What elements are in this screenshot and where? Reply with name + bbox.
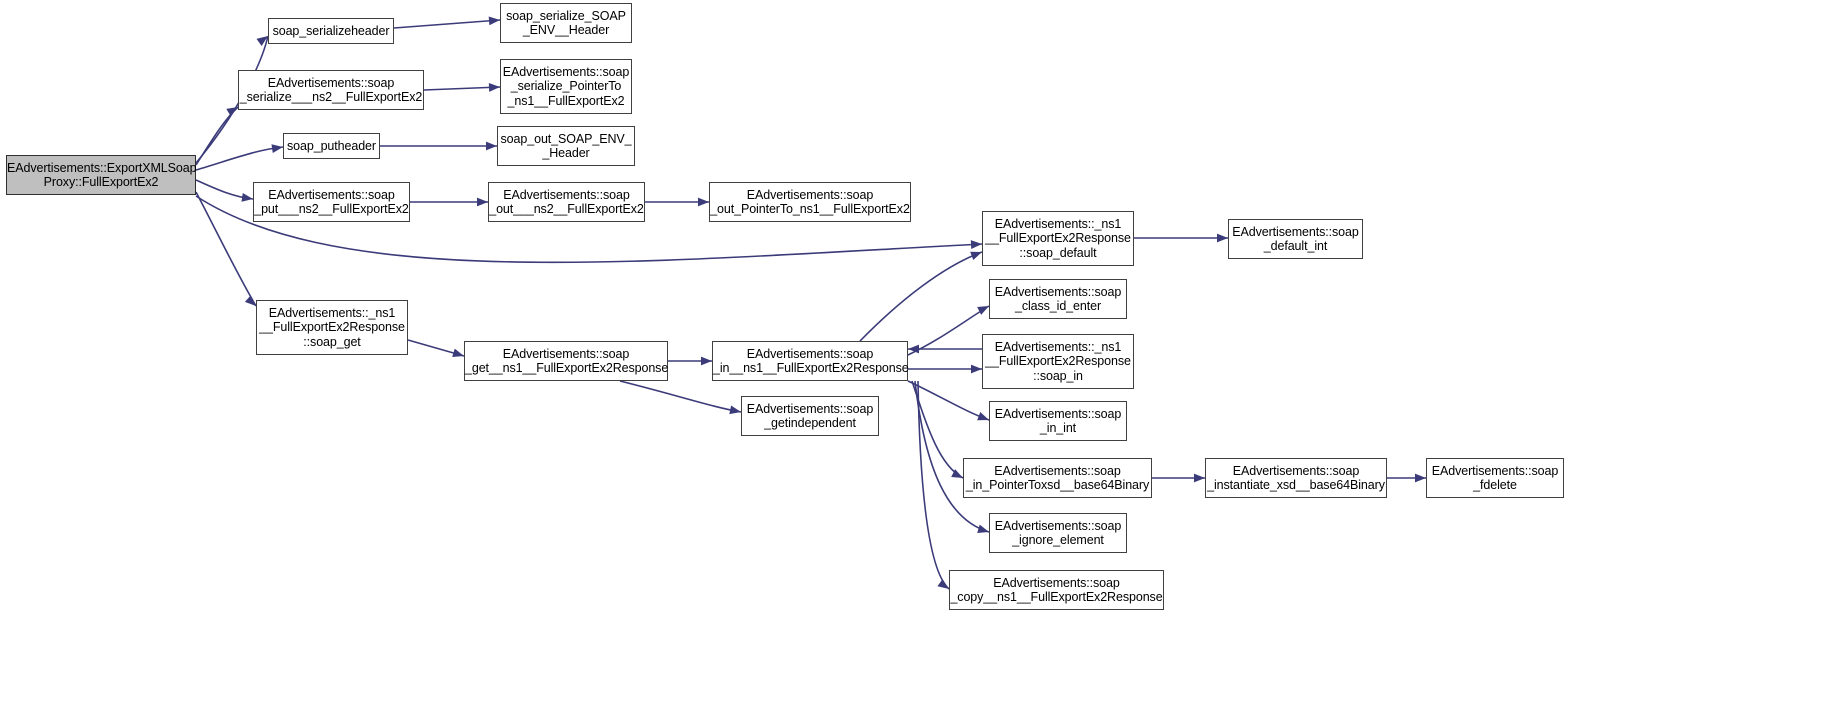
node-soap-put-ns2-fullexportex2-label: EAdvertisements::soap _put___ns2__FullEx… bbox=[254, 187, 409, 216]
node-soap-out-pointerto-ns1-fullexportex2-label: EAdvertisements::soap _out_PointerTo_ns1… bbox=[710, 187, 910, 216]
node-ns1-fullexportex2response-soap-get[interactable]: EAdvertisements::_ns1 __FullExportEx2Res… bbox=[256, 300, 408, 355]
edge-serialize-ns2-to-serialize-pointerto-arrowhead bbox=[488, 83, 500, 92]
node-soap-get-ns1-fullexportex2response[interactable]: EAdvertisements::soap _get__ns1__FullExp… bbox=[464, 341, 668, 381]
node-soap-serialize-soap-env-header-label: soap_serialize_SOAP _ENV__Header bbox=[506, 8, 626, 37]
node-soap-out-soap-env-header-label: soap_out_SOAP_ENV_ _Header bbox=[500, 131, 632, 160]
edge-serializeheader-to-serialize-soap-env-header bbox=[393, 19, 501, 29]
node-soap-copy-ns1-fullexportex2response-label: EAdvertisements::soap _copy__ns1__FullEx… bbox=[950, 575, 1163, 604]
edge-in-ns1-response-to-soap-default bbox=[859, 251, 983, 342]
node-soap-default-int[interactable]: EAdvertisements::soap _default_int bbox=[1228, 219, 1363, 259]
edge-soap-in-to-in-ns1-response-arrowhead bbox=[908, 344, 919, 354]
node-soap-putheader-label: soap_putheader bbox=[287, 138, 376, 153]
node-soap-ignore-element[interactable]: EAdvertisements::soap _ignore_element bbox=[989, 513, 1127, 553]
node-soap-serialize-pointerto-ns1-fullexportex2[interactable]: EAdvertisements::soap _serialize_Pointer… bbox=[500, 59, 632, 114]
node-soap-put-ns2-fullexportex2[interactable]: EAdvertisements::soap _put___ns2__FullEx… bbox=[253, 182, 410, 222]
edge-out-ns2-to-out-pointerto-ns1-arrowhead bbox=[698, 197, 709, 207]
node-soap-in-pointertoxsd-base64binary-label: EAdvertisements::soap _in_PointerToxsd__… bbox=[965, 463, 1150, 492]
node-soap-out-pointerto-ns1-fullexportex2[interactable]: EAdvertisements::soap _out_PointerTo_ns1… bbox=[709, 182, 911, 222]
edge-get-ns1-response-to-getindependent bbox=[619, 380, 742, 413]
edge-root-to-putheader-arrowhead bbox=[271, 144, 283, 153]
edge-get-ns1-response-to-getindependent-arrowhead bbox=[729, 405, 741, 415]
node-soap-in-ns1-fullexportex2response-label: EAdvertisements::soap _in__ns1__FullExpo… bbox=[713, 346, 909, 375]
node-ns1-fullexportex2response-soap-in-label: EAdvertisements::_ns1 __FullExportEx2Res… bbox=[985, 339, 1131, 383]
edge-serializeheader-to-serialize-soap-env-header-arrowhead bbox=[488, 16, 500, 26]
edge-get-ns1-response-to-in-ns1-response-arrowhead bbox=[701, 356, 712, 366]
node-soap-out-ns2-fullexportex2-label: EAdvertisements::soap _out___ns2__FullEx… bbox=[489, 187, 644, 216]
edge-root-to-putheader bbox=[195, 146, 284, 171]
node-soap-serializeheader[interactable]: soap_serializeheader bbox=[268, 18, 394, 44]
node-soap-out-ns2-fullexportex2[interactable]: EAdvertisements::soap _out___ns2__FullEx… bbox=[488, 182, 645, 222]
node-soap-in-int[interactable]: EAdvertisements::soap _in_int bbox=[989, 401, 1127, 441]
edge-root-to-soap-get bbox=[195, 191, 257, 307]
edge-put-ns2-to-out-ns2-arrowhead bbox=[477, 197, 488, 207]
node-soap-serialize-pointerto-ns1-fullexportex2-label: EAdvertisements::soap _serialize_Pointer… bbox=[502, 64, 630, 108]
edge-in-ns1-response-to-in-pointertoxsd bbox=[911, 380, 964, 479]
node-soap-serialize-ns2-fullexportex2[interactable]: EAdvertisements::soap _serialize___ns2__… bbox=[238, 70, 424, 110]
edge-in-ns1-response-to-ignore-element bbox=[914, 380, 990, 533]
node-soap-serialize-ns2-fullexportex2-label: EAdvertisements::soap _serialize___ns2__… bbox=[239, 75, 423, 104]
edge-in-ns1-response-to-copy-ns1-response bbox=[917, 380, 950, 590]
edge-root-to-put-ns2-arrowhead bbox=[241, 193, 253, 202]
edge-soap-default-to-default-int-arrowhead bbox=[1217, 233, 1228, 243]
edge-root-to-put-ns2 bbox=[195, 179, 254, 200]
node-soap-instantiate-xsd-base64binary-label: EAdvertisements::soap _instantiate_xsd__… bbox=[1207, 463, 1385, 492]
node-soap-class-id-enter[interactable]: EAdvertisements::soap _class_id_enter bbox=[989, 279, 1127, 319]
node-soap-get-ns1-fullexportex2response-label: EAdvertisements::soap _get__ns1__FullExp… bbox=[465, 346, 669, 375]
node-soap-in-ns1-fullexportex2response[interactable]: EAdvertisements::soap _in__ns1__FullExpo… bbox=[712, 341, 909, 381]
node-exportxmlsoapproxy-fullexportex2-label: EAdvertisements::ExportXMLSoap Proxy::Fu… bbox=[7, 160, 197, 189]
edge-instantiate-xsd-to-fdelete-arrowhead bbox=[1415, 473, 1426, 483]
node-soap-fdelete[interactable]: EAdvertisements::soap _fdelete bbox=[1426, 458, 1564, 498]
node-soap-instantiate-xsd-base64binary[interactable]: EAdvertisements::soap _instantiate_xsd__… bbox=[1205, 458, 1387, 498]
node-soap-out-soap-env-header[interactable]: soap_out_SOAP_ENV_ _Header bbox=[497, 126, 635, 166]
node-soap-in-int-label: EAdvertisements::soap _in_int bbox=[994, 406, 1122, 435]
node-ns1-fullexportex2response-soap-get-label: EAdvertisements::_ns1 __FullExportEx2Res… bbox=[259, 305, 405, 349]
node-soap-getindependent-label: EAdvertisements::soap _getindependent bbox=[746, 401, 874, 430]
edge-root-to-soap-default-arrowhead bbox=[970, 240, 982, 249]
edge-root-to-serialize-ns2 bbox=[195, 106, 239, 166]
edge-in-ns1-response-to-class-id-enter bbox=[907, 305, 990, 356]
node-soap-in-pointertoxsd-base64binary[interactable]: EAdvertisements::soap _in_PointerToxsd__… bbox=[963, 458, 1152, 498]
node-soap-serialize-soap-env-header[interactable]: soap_serialize_SOAP _ENV__Header bbox=[500, 3, 632, 43]
edge-in-ns1-response-to-in-int bbox=[907, 380, 990, 421]
node-soap-class-id-enter-label: EAdvertisements::soap _class_id_enter bbox=[994, 284, 1122, 313]
edge-putheader-to-out-soap-env-header-arrowhead bbox=[486, 141, 497, 151]
edge-serialize-ns2-to-serialize-pointerto bbox=[423, 86, 501, 91]
node-soap-ignore-element-label: EAdvertisements::soap _ignore_element bbox=[994, 518, 1122, 547]
node-soap-fdelete-label: EAdvertisements::soap _fdelete bbox=[1431, 463, 1559, 492]
edge-soap-get-to-get-ns1-response bbox=[407, 339, 465, 357]
node-ns1-fullexportex2response-soap-default[interactable]: EAdvertisements::_ns1 __FullExportEx2Res… bbox=[982, 211, 1134, 266]
node-soap-copy-ns1-fullexportex2response[interactable]: EAdvertisements::soap _copy__ns1__FullEx… bbox=[949, 570, 1164, 610]
edge-in-ns1-response-to-soap-in-arrowhead bbox=[971, 364, 982, 374]
edge-in-pointertoxsd-to-instantiate-xsd-arrowhead bbox=[1194, 473, 1205, 483]
node-ns1-fullexportex2response-soap-default-label: EAdvertisements::_ns1 __FullExportEx2Res… bbox=[985, 216, 1131, 260]
node-exportxmlsoapproxy-fullexportex2: EAdvertisements::ExportXMLSoap Proxy::Fu… bbox=[6, 155, 197, 195]
node-soap-getindependent[interactable]: EAdvertisements::soap _getindependent bbox=[741, 396, 879, 436]
node-soap-default-int-label: EAdvertisements::soap _default_int bbox=[1232, 224, 1359, 253]
node-soap-putheader[interactable]: soap_putheader bbox=[283, 133, 380, 159]
node-soap-serializeheader-label: soap_serializeheader bbox=[272, 23, 390, 38]
node-ns1-fullexportex2response-soap-in[interactable]: EAdvertisements::_ns1 __FullExportEx2Res… bbox=[982, 334, 1134, 389]
